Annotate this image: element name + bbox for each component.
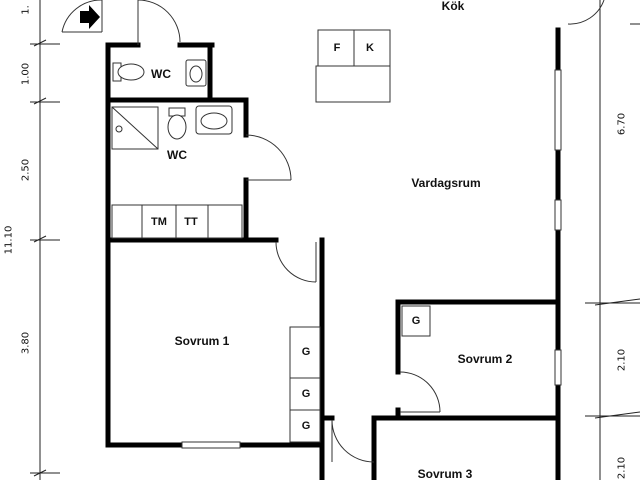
fridge-label: F (333, 42, 341, 54)
room-label-wc-lower: WC (167, 148, 187, 162)
room-label-sovrum3: Sovrum 3 (417, 467, 473, 481)
toilet-icon (112, 62, 145, 82)
dimension-left-top: 1. (20, 5, 32, 15)
toilet-icon (167, 107, 187, 140)
dimension-lines (30, 0, 640, 480)
room-label-vardagsrum: Vardagsrum (411, 176, 481, 190)
freezer-label: K (366, 42, 374, 54)
washer-label: TM (151, 216, 167, 228)
dimension-left-total: 11.10 (3, 225, 15, 255)
dryer-label: TT (184, 216, 198, 228)
wardrobe-label: G (301, 388, 311, 400)
room-label-sovrum2: Sovrum 2 (457, 352, 513, 366)
dimension-left-wc: 1.00 (20, 62, 32, 86)
window-icon (554, 69, 562, 151)
room-label-kok: Kök (441, 0, 465, 13)
dimension-right-top: 6.70 (616, 112, 628, 136)
dimension-right-mid: 2.10 (616, 348, 628, 372)
walls (105, 27, 561, 480)
dimension-left-bedroom: 3.80 (20, 331, 32, 355)
window-icon (181, 441, 241, 449)
room-label-wc-upper: WC (151, 67, 171, 81)
wardrobe-label: G (301, 346, 311, 358)
sanitary-fixtures (112, 59, 233, 140)
sink-icon (195, 105, 233, 135)
window-icon (554, 199, 562, 231)
dimension-right-bottom: 2.10 (616, 456, 628, 480)
shower-icon (115, 125, 123, 133)
sink-icon (185, 59, 207, 87)
windows (181, 69, 562, 449)
fixture-lines (61, 0, 605, 463)
dimension-left-bath: 2.50 (20, 158, 32, 182)
window-icon (554, 349, 562, 386)
room-label-sovrum1: Sovrum 1 (174, 334, 230, 348)
wardrobe-label: G (411, 315, 421, 327)
wardrobe-label: G (301, 420, 311, 432)
entry-arrow-icon (80, 5, 100, 29)
